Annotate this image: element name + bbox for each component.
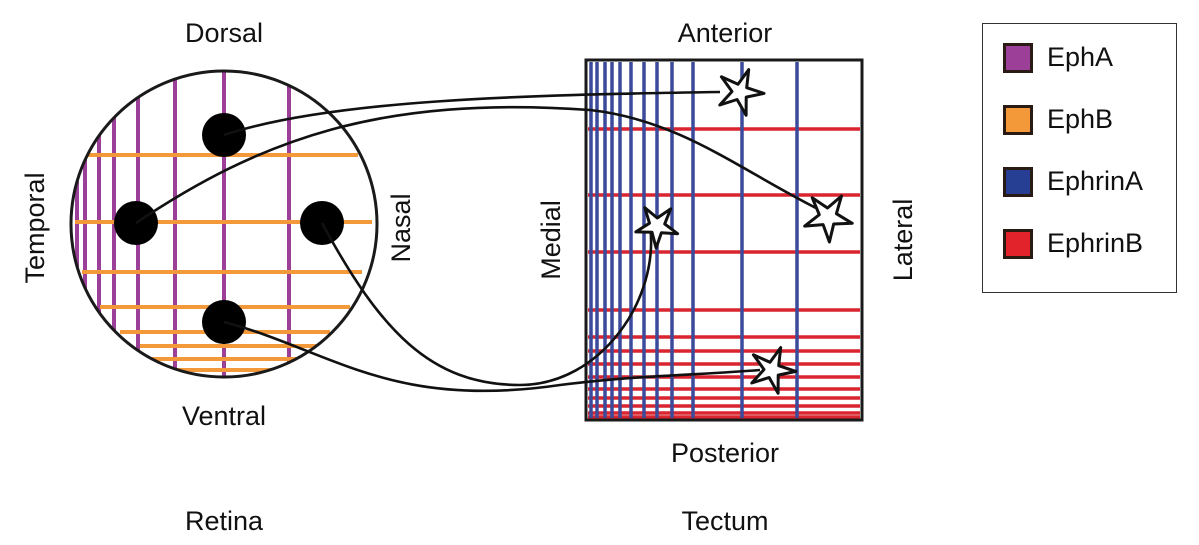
- legend: EphA EphB EphrinA EphrinB: [982, 23, 1177, 293]
- ephrinb-swatch-icon: [1003, 228, 1033, 259]
- legend-label: EphrinA: [1047, 166, 1144, 196]
- label-tectum: Tectum: [681, 506, 768, 536]
- growth-cone-medial: [634, 206, 680, 250]
- label-anterior: Anterior: [678, 18, 773, 48]
- label-dorsal: Dorsal: [185, 18, 263, 48]
- growth-cones: [634, 68, 854, 395]
- ephrina-swatch-icon: [1003, 166, 1033, 197]
- legend-label: EphrinB: [1047, 228, 1144, 258]
- label-medial: Medial: [536, 200, 566, 280]
- tectum-gradient-grid: [588, 62, 860, 419]
- growth-cone-posterior: [750, 346, 798, 395]
- tectum: [584, 58, 864, 422]
- legend-item-epha: EphA: [1003, 42, 1113, 73]
- label-temporal: Temporal: [20, 172, 50, 283]
- retina-outline: [69, 69, 379, 379]
- legend-item-ephrinb: EphrinB: [1003, 228, 1143, 259]
- growth-cone-anterior: [718, 68, 766, 117]
- legend-label: EphA: [1047, 42, 1114, 72]
- legend-item-ephrina: EphrinA: [1003, 166, 1143, 197]
- axon-temporal-to-lateral: [135, 105, 821, 225]
- tectum-outline: [584, 58, 864, 422]
- growth-cone-lateral: [803, 194, 854, 244]
- axon-nasal-to-medial: [320, 222, 653, 387]
- label-posterior: Posterior: [671, 438, 779, 468]
- label-retina: Retina: [185, 506, 264, 536]
- label-nasal: Nasal: [386, 193, 416, 262]
- axon-dorsal-to-medial-anterior: [223, 90, 721, 137]
- legend-item-ephb: EphB: [1003, 104, 1113, 135]
- legend-label: EphB: [1047, 104, 1114, 134]
- ephb-swatch-icon: [1003, 104, 1033, 135]
- epha-swatch-icon: [1003, 42, 1033, 73]
- label-ventral: Ventral: [182, 401, 266, 431]
- axon-projections: [135, 90, 821, 393]
- axon-ventral-to-posterior: [223, 320, 761, 393]
- retina: [69, 69, 379, 379]
- label-lateral: Lateral: [888, 199, 918, 282]
